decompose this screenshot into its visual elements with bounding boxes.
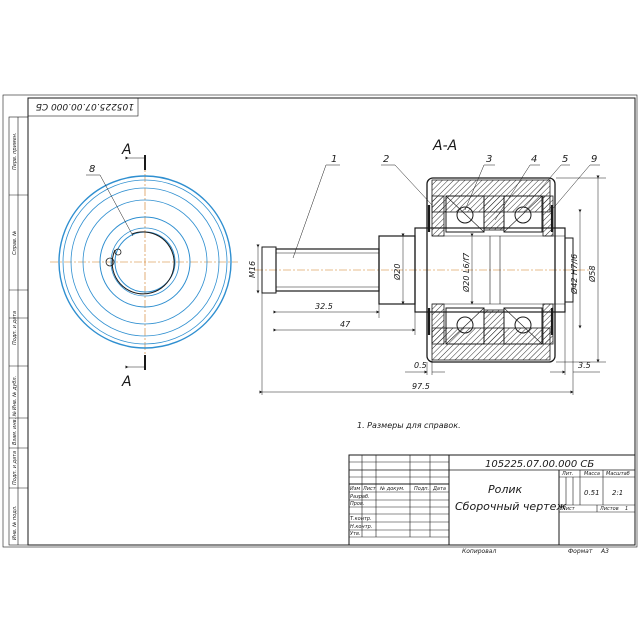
role-label: Разраб. [350,494,370,500]
position-label: 3 [486,154,492,165]
dim-flange: 3.5 [578,361,591,370]
side-label: Взам. инв. № [12,411,18,445]
cut-label-bottom: А [121,374,132,390]
technical-note: 1. Размеры для справок. [357,421,461,430]
format-value: А3 [600,548,609,555]
role-label: Пров. [350,501,365,507]
side-label: Инв. № дубл. [12,376,18,410]
side-label: Перв. примен. [12,132,18,170]
position-label: 5 [562,154,568,165]
scale-value: 2:1 [612,489,623,497]
format-label: Формат [568,548,593,555]
dim-shaft: Ø20 [392,264,402,281]
dim-thread-len: 32.5 [315,302,333,311]
side-label: Подп. и дата [12,451,18,485]
designation-rotated: 105225.07.00.000 СБ [36,101,134,111]
mass-header: Масса [584,471,600,477]
scale-header: Масштаб [606,471,630,477]
role-label: Утв. [350,531,361,537]
sheets-label: Листов [599,506,619,512]
position-label: 8 [89,164,95,175]
position-label: 9 [591,154,597,165]
sheets-value: 1 [625,506,628,512]
dim-outer: Ø58 [587,266,597,283]
title-line1: Ролик [488,483,523,496]
side-label: Справ. № [12,231,18,255]
side-strip: Перв. примен. Справ. № Подп. и дата Инв.… [8,116,29,546]
dim-thread: М16 [248,261,257,278]
sheet-label: Лист [561,506,576,512]
col-date: Дата [432,486,446,492]
copied-label: Копировал [462,548,496,555]
designation: 105225.07.00.000 СБ [485,459,594,470]
dim-47: 47 [340,320,351,329]
role-label: Н.контр. [350,524,372,530]
position-label: 4 [531,154,537,165]
col-doc: № докум. [379,486,405,492]
mass-value: 0.51 [584,489,600,497]
cut-label-top: А [121,142,132,158]
col-sign: Подп. [414,486,429,492]
role-label: Т.контр. [350,516,372,522]
section-label: А-А [432,138,457,154]
lit-header: Лит. [561,471,574,477]
side-label: Подп. и дата [12,311,18,345]
designation-stamp: 105225.07.00.000 СБ [27,97,139,117]
col-list: Лист [362,486,377,492]
dim-bore-fit: Ø42 H7/l6 [569,254,579,295]
position-label: 1 [331,154,337,165]
col-izm: Изм [350,486,360,492]
sheet-outer-frame [2,94,638,548]
dim-total: 97.5 [412,382,430,391]
title-line2: Сборочный чертеж [455,500,566,513]
dim-gap: 0.5 [414,361,427,370]
section-view: А-А [248,138,606,395]
title-block: Изм Лист № докум. Подп. Дата Разраб. Про… [348,454,636,546]
front-view: А А 8 [50,142,238,390]
side-label: Инв. № подл. [12,506,18,541]
position-label: 2 [383,154,389,165]
dim-bearing-fit: Ø20 L6/f7 [461,252,471,293]
